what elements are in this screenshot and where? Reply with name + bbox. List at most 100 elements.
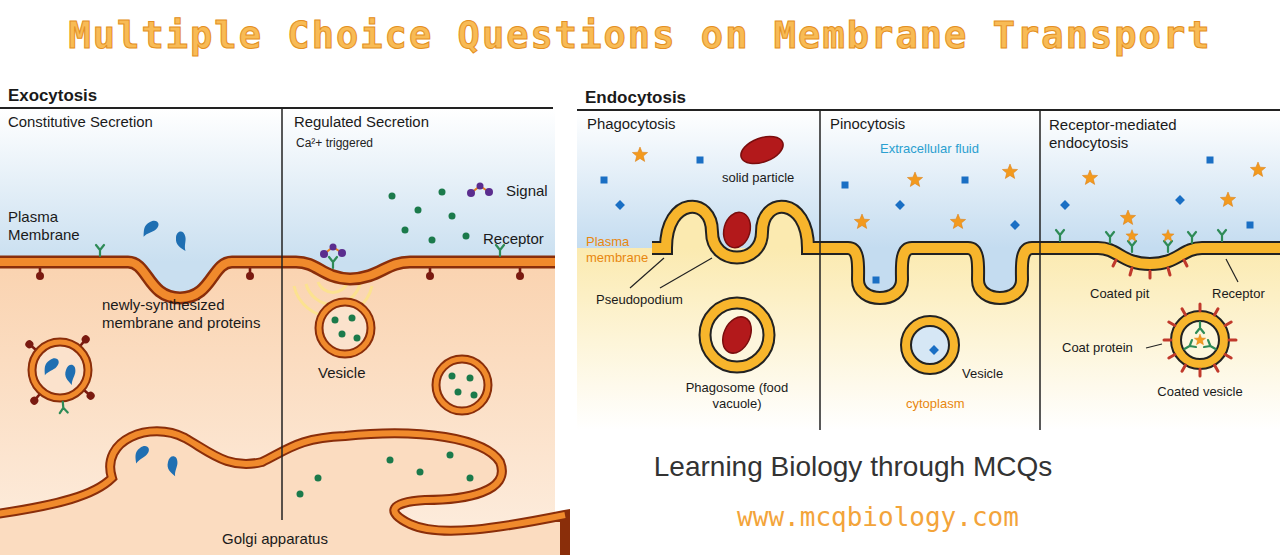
plasma-membrane	[516, 268, 524, 280]
tagline: Learning Biology through MCQs	[553, 450, 1153, 484]
secreted-cargo	[142, 183, 493, 253]
part-label: Plasma Membrane	[8, 208, 88, 244]
coated-vesicle	[1225, 322, 1231, 326]
coated-vesicle	[1182, 309, 1186, 315]
plasma-membrane	[36, 268, 44, 280]
coated-vesicle	[1176, 316, 1224, 364]
section-panel: ExocytosisConstitutive Secretion Regulate…	[0, 82, 555, 555]
part-label: solid particle	[722, 170, 794, 186]
part-label: Receptor	[483, 230, 544, 248]
plasma-membrane	[320, 244, 346, 259]
secreted-cargo	[389, 193, 396, 200]
part-label: Plasma membrane	[586, 234, 648, 265]
phagosome	[717, 312, 757, 357]
coated-pit	[1130, 268, 1132, 275]
coated-pit	[1162, 230, 1174, 242]
secreted-cargo	[429, 237, 436, 244]
golgi-apparatus	[417, 469, 424, 476]
secreted-cargo	[402, 227, 409, 234]
leader-line	[660, 258, 712, 288]
part-label: Extracellular fluid	[880, 141, 979, 157]
coated-pit	[1164, 241, 1172, 252]
secreted-cargo	[142, 218, 160, 240]
part-label: Golgi apparatus	[222, 530, 328, 548]
secretory-vesicle	[319, 302, 371, 354]
secreted-cargo	[172, 230, 194, 252]
extracellular-molecules	[1060, 200, 1070, 210]
extracellular-molecules	[1002, 164, 1017, 178]
plasma-membrane	[652, 207, 1280, 298]
part-label: Coat protein	[1062, 340, 1133, 356]
panel-rule	[281, 108, 283, 520]
phagosome	[705, 303, 769, 367]
coated-vesicle	[1182, 365, 1186, 371]
plasma-membrane	[0, 262, 555, 298]
website-url: www.mcqbiology.com	[578, 502, 1178, 533]
coated-vesicle	[1164, 340, 1171, 341]
panel-heading: Regulated Secretion	[294, 114, 555, 132]
coated-vesicle	[1182, 340, 1196, 352]
panel-rule	[577, 109, 1280, 111]
coated-vesicle	[1204, 340, 1218, 352]
secretory-vesicle	[62, 363, 81, 385]
endo-ground	[577, 248, 1280, 430]
panel-heading: Receptor-mediated endocytosis	[1049, 116, 1199, 152]
page-title: Multiple Choice Questions on Membrane Tr…	[0, 14, 1280, 59]
pinocytic-vesicle	[906, 321, 954, 369]
panel-heading: Exocytosis	[8, 86, 555, 106]
panel-heading: Endocytosis	[585, 88, 1280, 108]
coated-vesicle	[1169, 355, 1175, 359]
extracellular-molecules	[950, 214, 965, 228]
secretory-vesicle	[32, 342, 88, 398]
coated-pit	[1128, 241, 1136, 252]
secreted-cargo	[439, 189, 446, 196]
coated-pit	[1106, 232, 1114, 243]
plasma-membrane	[652, 207, 1280, 298]
endo-ground	[577, 111, 1280, 430]
secretory-vesicle	[24, 334, 97, 413]
panel-rule	[0, 107, 553, 109]
solid-particle	[720, 131, 787, 251]
pinocytic-vesicle	[906, 321, 954, 369]
part-label: Coated pit	[1090, 286, 1149, 302]
coated-vesicle	[1196, 322, 1204, 333]
secretory-vesicle	[471, 392, 478, 399]
coated-vesicle	[1164, 304, 1236, 376]
secretory-vesicle	[319, 302, 488, 411]
phagosome	[705, 303, 769, 367]
golgi-apparatus	[164, 455, 184, 478]
extracellular-molecules	[842, 182, 849, 189]
part-label: Receptor	[1212, 286, 1265, 302]
part-label: newly-synthesized membrane and proteins	[102, 296, 277, 332]
secretory-vesicle	[449, 373, 456, 380]
part-label: Signal	[506, 182, 548, 200]
section-panel: EndocytosisPhagocytosisPinocytosisRecept…	[577, 84, 1280, 430]
secreted-cargo	[467, 183, 493, 198]
extracellular-molecules	[907, 172, 922, 186]
coated-vesicle	[1225, 355, 1231, 359]
secreted-cargo	[463, 233, 470, 240]
extracellular-molecules	[615, 200, 625, 210]
secretory-vesicle	[24, 339, 38, 353]
extracellular-molecules	[854, 214, 869, 228]
coated-vesicle	[1194, 334, 1205, 345]
panel-rule	[1039, 110, 1041, 430]
plasma-membrane	[246, 268, 254, 280]
subsection-panel: Pinocytosis	[820, 111, 1040, 430]
panel-rule	[0, 108, 553, 520]
extracellular-molecules	[1207, 157, 1214, 164]
secreted-cargo	[449, 213, 456, 220]
plasma-membrane	[329, 257, 337, 268]
extracellular-molecules	[1120, 210, 1135, 224]
golgi-apparatus	[467, 475, 474, 482]
leader-line	[1226, 259, 1238, 282]
secreted-cargo	[415, 207, 422, 214]
secretory-vesicle	[436, 359, 488, 411]
panel-heading: Constitutive Secretion	[8, 114, 282, 132]
solid-particle	[720, 209, 754, 251]
leader-line	[1146, 344, 1162, 348]
secretory-vesicle	[332, 317, 339, 324]
coated-pit	[1056, 230, 1226, 278]
plasma-membrane	[0, 244, 555, 299]
golgi-apparatus	[134, 445, 149, 466]
